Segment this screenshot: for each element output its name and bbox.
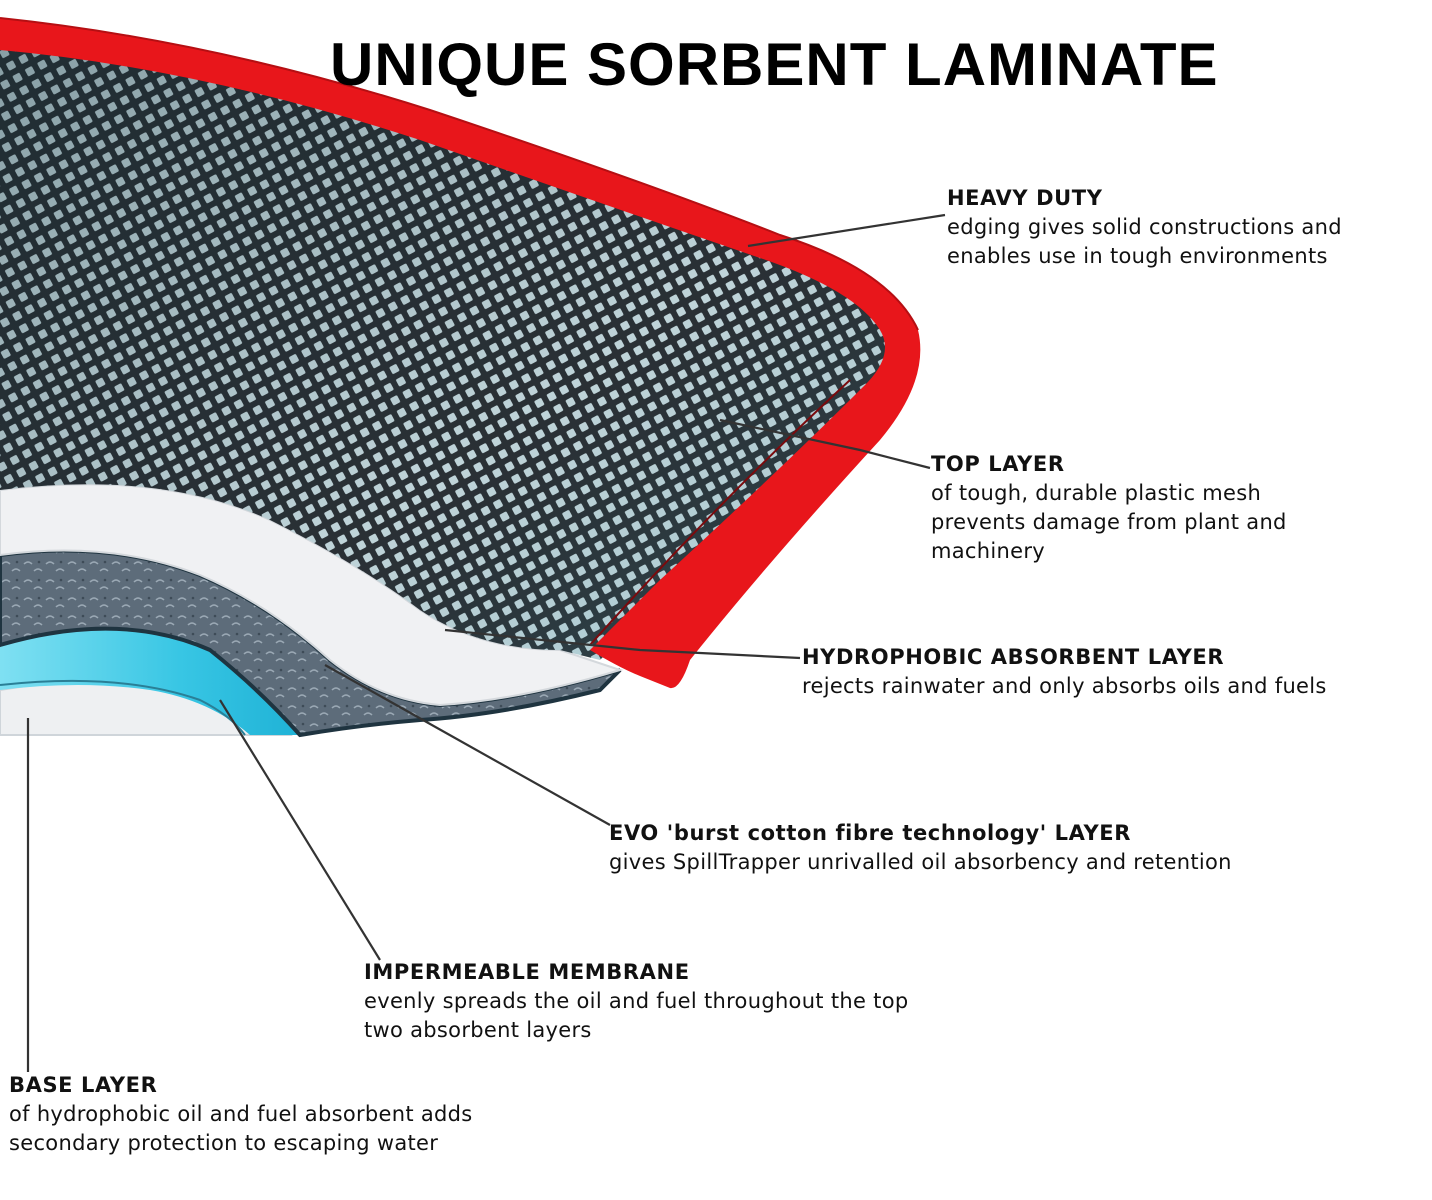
callout-text: secondary protection to escaping water (9, 1131, 439, 1155)
callout-text: rejects rainwater and only absorbs oils … (802, 674, 1327, 698)
callout-heading: TOP LAYER (931, 452, 1065, 476)
page-title: UNIQUE SORBENT LAMINATE (330, 31, 1219, 98)
callout-text: of tough, durable plastic mesh (931, 481, 1262, 505)
leader-lines (26, 213, 946, 1072)
callout-hydrophobic-absorbent-layer: HYDROPHOBIC ABSORBENT LAYER rejects rain… (802, 643, 1327, 701)
leader-top-layer (719, 418, 931, 470)
red-edging-shape (0, 18, 921, 689)
callout-text: edging gives solid constructions and (947, 215, 1342, 239)
callout-heading: BASE LAYER (9, 1073, 158, 1097)
callout-text: prevents damage from plant and (931, 510, 1287, 534)
callout-top-layer: TOP LAYER of tough, durable plastic mesh… (931, 450, 1287, 566)
callout-heading: IMPERMEABLE MEMBRANE (364, 960, 690, 984)
callout-heading: EVO 'burst cotton fibre technology' LAYE… (609, 821, 1132, 845)
leader-evo (324, 664, 611, 826)
leader-heavy-duty (747, 213, 946, 248)
callout-base-layer: BASE LAYER of hydrophobic oil and fuel a… (9, 1071, 473, 1158)
leader-membrane (219, 699, 381, 961)
callout-heading: HEAVY DUTY (947, 186, 1103, 210)
callout-heading: HYDROPHOBIC ABSORBENT LAYER (802, 645, 1225, 669)
leader-hydrophobic (444, 628, 801, 660)
callout-text: evenly spreads the oil and fuel througho… (364, 989, 909, 1013)
callout-impermeable-membrane: IMPERMEABLE MEMBRANE evenly spreads the … (364, 958, 908, 1045)
callout-text: gives SpillTrapper unrivalled oil absorb… (609, 850, 1232, 874)
callout-text: of hydrophobic oil and fuel absorbent ad… (9, 1102, 473, 1126)
callout-evo-layer: EVO 'burst cotton fibre technology' LAYE… (609, 819, 1232, 877)
callout-heavy-duty: HEAVY DUTY edging gives solid constructi… (947, 184, 1342, 271)
callout-text: two absorbent layers (364, 1018, 592, 1042)
callout-text: enables use in tough environments (947, 244, 1328, 268)
callout-text: machinery (931, 539, 1046, 563)
